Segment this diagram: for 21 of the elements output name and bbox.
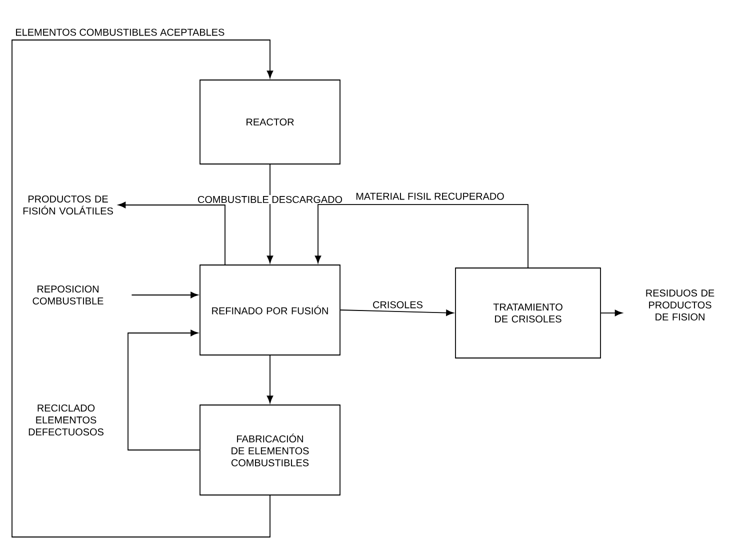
edge-label: MATERIAL FISIL RECUPERADO: [354, 192, 506, 201]
arrow: [314, 204, 528, 268]
stream-label: REPOSICION COMBUSTIBLE: [32, 286, 104, 304]
stream-label: PRODUCTOS DE FISIÓN VOLÁTILES: [23, 196, 113, 214]
edge-label: COMBUSTIBLE DESCARGADO: [196, 194, 344, 204]
edge-label: ELEMENTOS COMBUSTIBLES ACEPTABLES: [14, 28, 226, 37]
arrow: [12, 40, 274, 538]
arrow: [118, 202, 226, 265]
arrow: [600, 310, 622, 316]
edge-label: CRISOLES: [373, 301, 422, 308]
process-box: TRATAMIENTO DE CRISOLES: [455, 268, 601, 358]
arrow: [131, 292, 198, 298]
arrow: [340, 310, 454, 316]
process-box: REFINADO POR FUSIÓN: [200, 264, 340, 356]
arrow: [266, 355, 274, 404]
arrow: [128, 330, 200, 450]
arrow: [266, 164, 274, 264]
stream-label: RESIDUOS DE PRODUCTOS DE FISION: [646, 290, 714, 320]
edge-label: RECICLADO ELEMENTOS DEFECTUOSOS: [28, 404, 104, 436]
process-box: REACTOR: [200, 80, 340, 164]
process-box: FABRICACIÓN DE ELEMENTOS COMBUSTIBLES: [200, 404, 340, 496]
